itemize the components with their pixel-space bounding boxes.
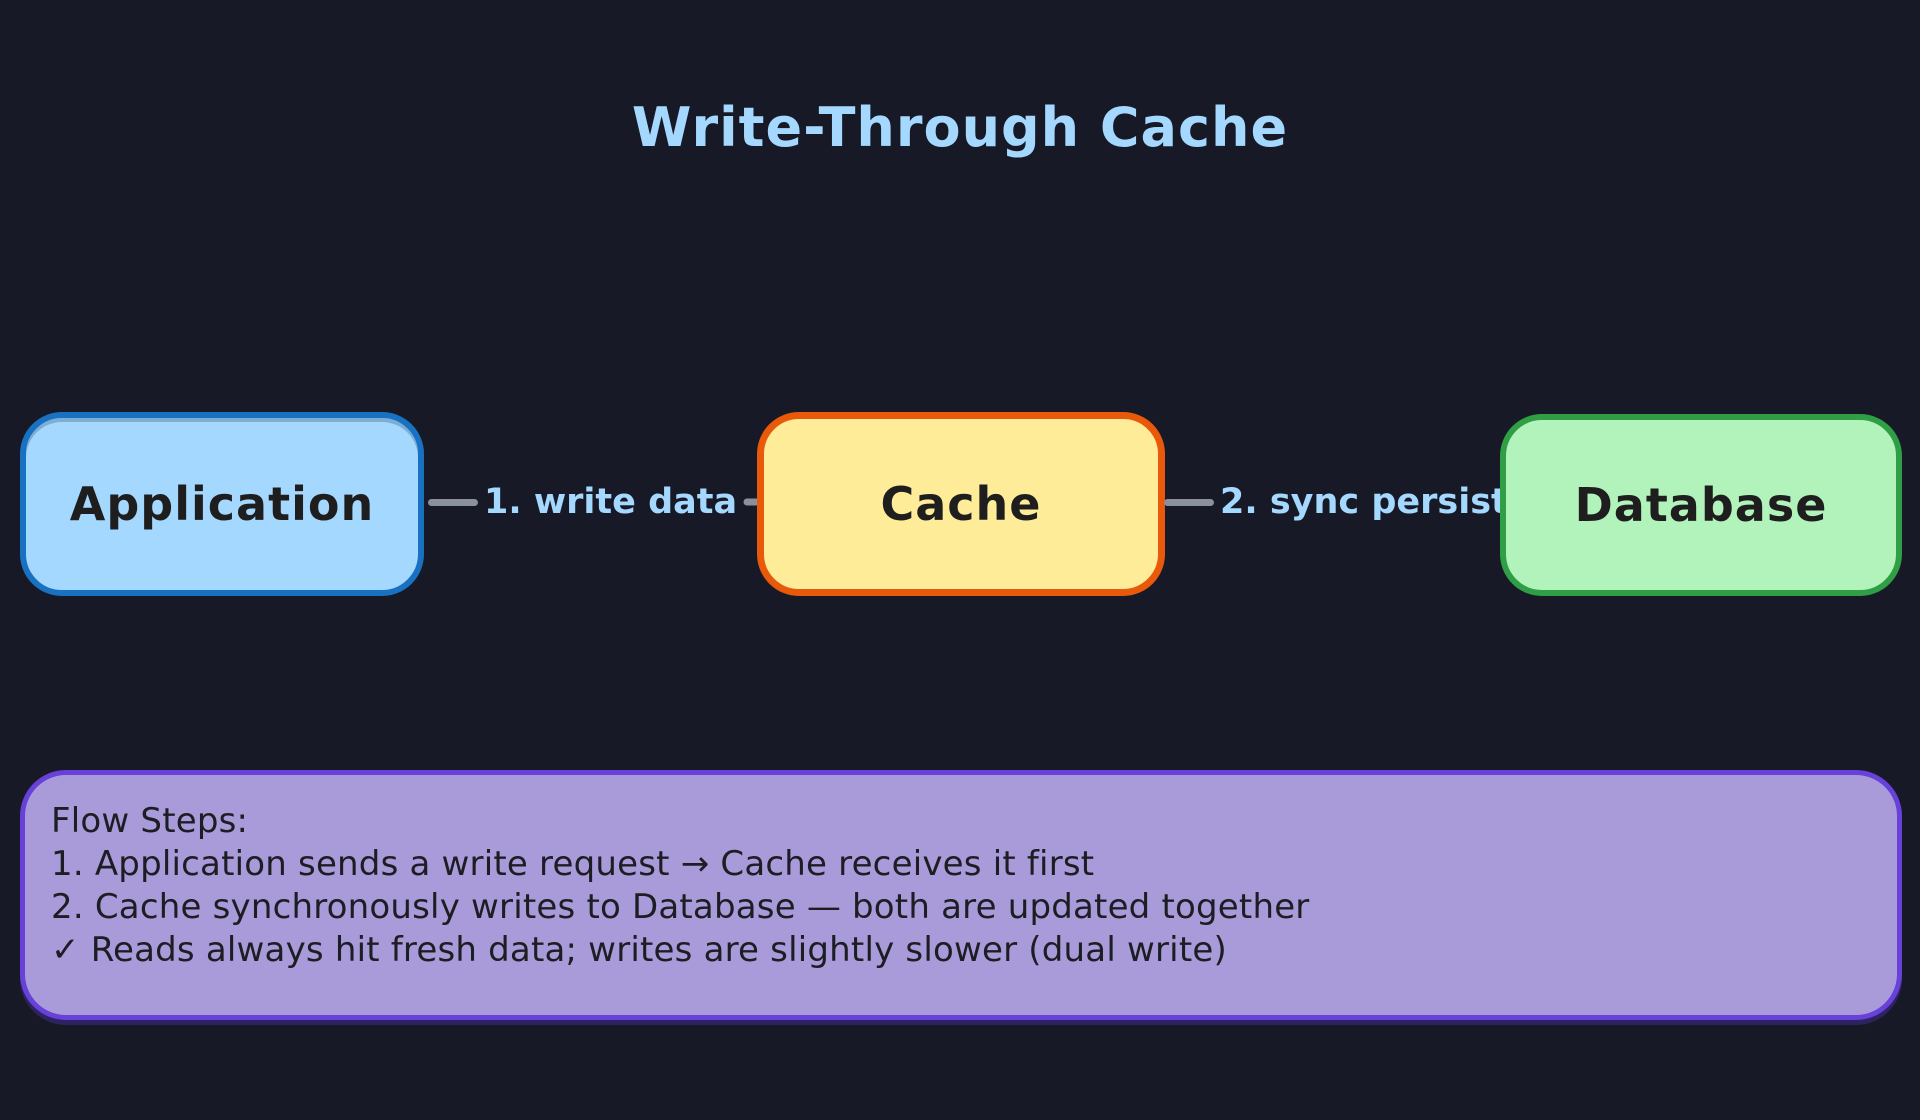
node-application: Application [20, 412, 424, 596]
arrow-write-data: 1. write data [428, 472, 815, 532]
note-line-heading: Flow Steps: [51, 801, 249, 841]
node-database-label: Database [1574, 478, 1828, 532]
flow-steps-note: Flow Steps: 1. Application sends a write… [20, 770, 1902, 1020]
arrow-sync-persist-label: 2. sync persist [1220, 482, 1508, 522]
node-cache: Cache [757, 412, 1165, 596]
note-line-step-2: 2. Cache synchronously writes to Databas… [51, 887, 1310, 927]
node-application-label: Application [69, 477, 375, 531]
node-database: Database [1500, 414, 1902, 596]
arrow-sync-persist: 2. sync persist [1164, 472, 1586, 532]
arrow-line-segment [1164, 498, 1214, 506]
node-cache-label: Cache [880, 477, 1042, 531]
note-line-result: ✓ Reads always hit fresh data; writes ar… [51, 930, 1227, 970]
diagram-title: Write-Through Cache [631, 96, 1289, 159]
arrow-write-data-label: 1. write data [484, 482, 738, 522]
note-line-step-1: 1. Application sends a write request → C… [51, 844, 1095, 884]
arrow-line-segment [428, 498, 478, 506]
